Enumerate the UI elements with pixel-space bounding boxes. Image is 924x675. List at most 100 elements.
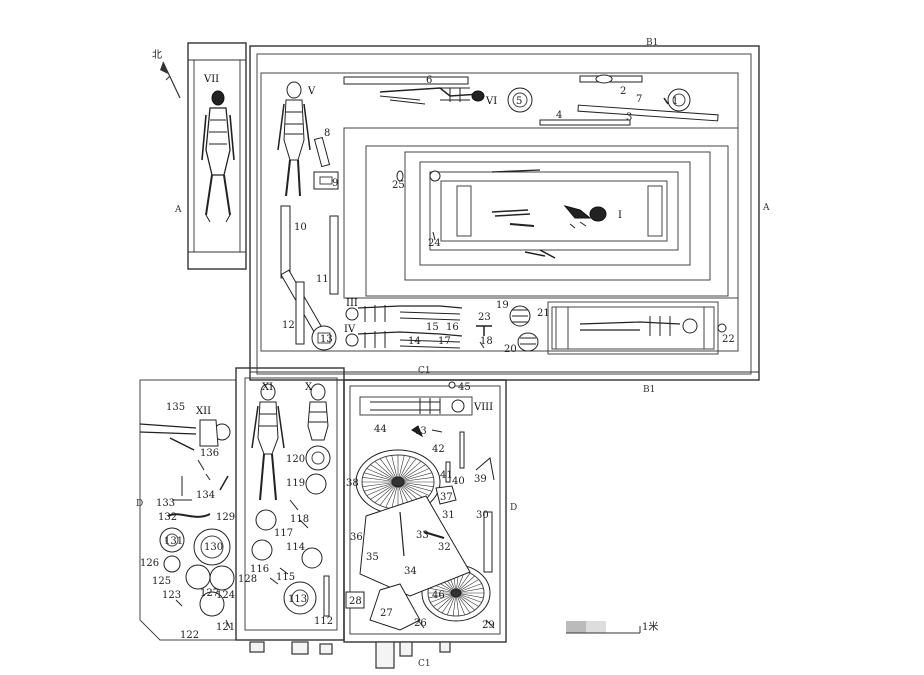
artifact-label: 6 (426, 75, 432, 86)
scale-bar: 1米 (566, 620, 658, 634)
burial-label-viii: VIII (473, 402, 493, 413)
burial-label-v: V (307, 86, 316, 97)
artifact-label: 112 (314, 616, 333, 627)
artifact-label: 123 (162, 590, 181, 601)
artifact-label: 127 (200, 588, 219, 599)
artifact-label: 130 (204, 542, 223, 553)
artifact-label: 43 (414, 426, 427, 437)
artifact-label: 32 (438, 542, 451, 553)
artifact-label: 12 (282, 320, 295, 331)
artifact-labels: 1 2 3 4 5 6 7 8 9 10 11 12 13 14 15 16 1… (140, 75, 735, 641)
burial-label-vii: VII (203, 74, 219, 85)
coffin-vii: VII (187, 42, 247, 270)
artifact-label: 5 (516, 96, 522, 107)
section-marker-b-bottom: B1 (643, 385, 655, 395)
artifact-label: 122 (180, 630, 199, 641)
artifact-label: 131 (164, 536, 183, 547)
skeleton-vi (343, 76, 485, 105)
artifact-label: 119 (286, 478, 305, 489)
skeleton-x (307, 383, 329, 441)
north-arrow: 北 (152, 49, 181, 99)
artifact-label: 1 (672, 96, 678, 107)
artifact-label: 124 (216, 590, 235, 601)
artifact-label: 40 (452, 476, 465, 487)
artifact-label: 42 (432, 444, 445, 455)
artifact-label: 117 (274, 528, 293, 539)
bottom-rubble (249, 641, 451, 669)
artifact-label: 115 (276, 572, 295, 583)
pit-x-xi (235, 367, 345, 641)
artifact-label: 8 (324, 128, 330, 139)
artifact-label: 134 (196, 490, 215, 501)
artifact-label: 23 (478, 312, 491, 323)
artifact-label: 28 (349, 596, 362, 607)
artifact-label: 22 (722, 334, 735, 345)
burial-label-i: I (618, 210, 622, 221)
artifact-label: 36 (350, 532, 363, 543)
burial-label-iv: IV (344, 324, 356, 335)
artifact-label: 38 (346, 478, 359, 489)
artifact-label: 14 (408, 336, 421, 347)
artifact-label: 41 (440, 470, 453, 481)
artifact-label: 18 (480, 336, 493, 347)
burial-label-xi: XI (262, 382, 273, 393)
artifact-label: 116 (250, 564, 269, 575)
section-marker-b-top: B1 (646, 38, 658, 48)
artifact-label: 33 (416, 530, 429, 541)
artifact-label: 2 (620, 86, 626, 97)
artifact-label: 27 (380, 608, 393, 619)
section-marker-d-right: D (510, 503, 517, 513)
right-lower-coffin (547, 301, 727, 355)
artifact-label: 17 (438, 336, 451, 347)
skeleton-iv (345, 331, 463, 349)
artifact-label: 44 (374, 424, 387, 435)
burial-label-xii: XII (196, 406, 211, 417)
artifact-label: 34 (404, 566, 417, 577)
artifact-label: 114 (286, 542, 305, 553)
chariot-pit (343, 379, 507, 643)
artifact-label: 136 (200, 448, 219, 459)
artifact-label: 133 (156, 498, 175, 509)
artifact-label: 118 (290, 514, 309, 525)
burial-label-iii: III (346, 298, 358, 309)
artifact-label: 25 (392, 180, 405, 191)
section-marker-a-left: A (174, 205, 182, 215)
scale-label: 1米 (642, 620, 658, 633)
skeleton-v (277, 81, 339, 197)
artifact-label: 126 (140, 558, 159, 569)
inner-chamber (343, 127, 739, 299)
artifact-label: 129 (216, 512, 235, 523)
artifact-label: 11 (316, 274, 329, 285)
artifact-label: 13 (320, 334, 333, 345)
skeleton-xi (251, 383, 285, 501)
north-label: 北 (152, 49, 162, 61)
artifact-label: 4 (556, 110, 562, 121)
section-marker-a-right: A (762, 203, 770, 213)
artifact-label: 121 (216, 622, 235, 633)
artifact-label: 120 (286, 454, 305, 465)
artifact-label: 30 (476, 510, 489, 521)
skeleton-viii (359, 396, 473, 416)
artifact-label: 19 (496, 300, 509, 311)
artifact-label: 29 (482, 620, 495, 631)
artifact-label: 39 (474, 474, 487, 485)
artifact-label: 16 (446, 322, 459, 333)
section-marker-c-mid: C1 (418, 366, 431, 376)
section-marker-d-left: D (136, 499, 143, 509)
pit-xii (139, 379, 237, 641)
left-artifacts (280, 205, 339, 351)
artifact-label: 46 (432, 590, 445, 601)
artifact-label: 15 (426, 322, 439, 333)
artifact-label: 7 (636, 94, 642, 105)
artifact-label: 26 (414, 618, 427, 629)
artifact-label: 45 (458, 382, 471, 393)
skeleton-vii (201, 90, 235, 223)
skeleton-iii (345, 305, 463, 322)
burial-label-x: X (305, 382, 313, 393)
skeleton-i (491, 205, 607, 259)
artifact-label: 31 (442, 510, 455, 521)
artifact-label: 135 (166, 402, 185, 413)
skeleton-xii (139, 419, 231, 451)
artifact-label: 3 (626, 112, 632, 123)
